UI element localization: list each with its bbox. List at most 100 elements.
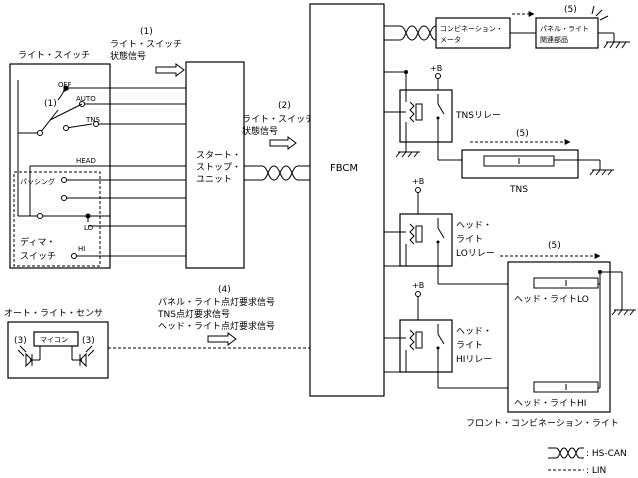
photodiode-right-icon [79, 345, 95, 368]
callout-5-tns: (5) [516, 129, 529, 139]
tns-bulb-icon [483, 155, 555, 167]
start-stop-unit-line3: ユニット [196, 175, 232, 185]
start-stop-unit-box [185, 61, 245, 269]
auto-light-sensor-title: オート・ライト・センサ [4, 308, 103, 319]
tns-relay: +B TNSリレー [384, 64, 501, 161]
passing-label: パッシング [20, 177, 55, 186]
light-switch-head-label: HEAD [76, 157, 96, 165]
combination-meter-box [435, 17, 511, 49]
dimmer-switch-label-1: ディマ・ [20, 236, 55, 248]
head-hi-relay-line2: ライト [456, 340, 483, 351]
signal-4-arrow-icon [207, 332, 237, 346]
light-switch-lever [39, 109, 59, 134]
legend-hs-can: : HS-CAN [586, 449, 627, 459]
head-hi-relay-box [399, 319, 453, 373]
plus-b-lo: +B [412, 177, 424, 186]
tns-lamp-label: TNS [509, 185, 528, 195]
callout-5-head: (5) [548, 241, 561, 251]
head-lo-relay-box [399, 213, 453, 267]
light-switch: ライト・スイッチ OFF AUTO (1) TNS HEAD パッシング [9, 50, 111, 269]
signal-1-line1: ライト・スイッチ [110, 39, 182, 50]
sensor-callout-left: (3) [14, 336, 27, 346]
tns-relay-coil-icon [409, 101, 415, 123]
panel-light-line1: パネル・ライト [540, 25, 589, 33]
front-light-ground-icon [611, 309, 636, 316]
photodiode-left-icon [17, 345, 33, 368]
signal-4-line1: パネル・ライト点灯要求信号 [158, 296, 275, 308]
combination-meter-line1: コンビネーション・ [440, 24, 503, 33]
hs-can-fbcm-meter [384, 25, 437, 41]
tns-lamp-ground-icon [589, 169, 614, 176]
head-hi-lamp-label: ヘッド・ライトHI [514, 398, 586, 409]
panel-light-parts: (5) パネル・ライト 関連部品 [512, 5, 630, 49]
signal-2-label: (2) ライト・スイッチ 状態信号 [242, 101, 314, 150]
head-lo-relay-line2: ライト [456, 234, 483, 245]
head-hi-relay-coil-icon [409, 329, 415, 351]
mcu-box [33, 331, 79, 347]
head-hi-relay: +B ヘッド・ ライト HIリレー [384, 281, 534, 389]
signal-1-label: (1) ライト・スイッチ 状態信号 [110, 27, 185, 77]
fbcm-box [309, 3, 385, 397]
signal-2-arrow-icon [269, 136, 297, 150]
sensor-callout-right: (3) [82, 336, 95, 346]
signal-2-line1: ライト・スイッチ [242, 114, 314, 125]
combination-meter: コンビネーション・ メータ [435, 17, 536, 49]
head-lo-lamp-label: ヘッド・ライトLO [514, 294, 589, 305]
inner-callout-1: (1) [44, 99, 57, 109]
front-combination-light: (5) ヘッド・ライトLO ヘッド・ライトHI フロント・コンビネーション・ライ… [466, 241, 636, 429]
start-stop-unit-line2: ストップ・ [196, 162, 241, 173]
light-switch-hi-label: HI [78, 245, 85, 253]
callout-5-panel: (5) [564, 5, 577, 15]
light-switch-auto-label: AUTO [76, 95, 96, 103]
light-switch-off-label: OFF [58, 81, 72, 89]
auto-light-sensor: オート・ライト・センサ マイコン (3) (3) [4, 308, 310, 379]
start-stop-unit-line1: スタート・ [196, 150, 241, 161]
tns-lamp-box [461, 149, 579, 179]
combination-meter-line2: メータ [440, 35, 461, 44]
front-combination-light-box [507, 261, 611, 413]
mcu-label: マイコン [40, 336, 68, 344]
head-lo-relay-line1: ヘッド・ [456, 221, 492, 231]
fbcm-label: FBCM [330, 163, 358, 174]
head-hi-relay-line3: HIリレー [456, 355, 492, 365]
signal-4-line3: ヘッド・ライト点灯要求信号 [158, 320, 275, 332]
plus-b-tns: +B [430, 64, 442, 73]
dimmer-switch-label-2: スイッチ [20, 251, 56, 262]
head-hi-relay-line1: ヘッド・ [456, 327, 492, 337]
front-combination-light-label: フロント・コンビネーション・ライト [466, 418, 619, 429]
legend-lin: : LIN [586, 466, 606, 476]
light-switch-lo-label: LO [84, 224, 94, 232]
head-lo-relay: +B ヘッド・ ライト LOリレー [384, 177, 534, 285]
tns-lamp: (5) TNS [461, 129, 614, 195]
light-switch-tns-label: TNS [85, 116, 101, 124]
signal-1-number: (1) [140, 27, 153, 37]
signal-4-number: (4) [218, 285, 231, 295]
switch-to-ssu-wires [110, 87, 186, 257]
head-lo-relay-line3: LOリレー [456, 249, 495, 259]
head-hi-bulb-icon [533, 381, 599, 393]
signal-1-arrow-icon [155, 63, 185, 77]
start-stop-unit: スタート・ ストップ・ ユニット [185, 61, 245, 269]
auto-light-sensor-box [7, 321, 109, 379]
dimmer-switch-box [13, 171, 101, 267]
signal-2-number: (2) [278, 101, 291, 111]
panel-light-line2: 関連部品 [540, 35, 568, 44]
head-lo-bulb-icon [533, 277, 599, 289]
signal-4-label: (4) パネル・ライト点灯要求信号 TNS点灯要求信号 ヘッド・ライト点灯要求信… [157, 285, 275, 346]
light-switch-title: ライト・スイッチ [18, 50, 90, 61]
signal-2-line2: 状態信号 [242, 125, 278, 137]
hs-can-ssu-fbcm [244, 165, 310, 181]
signal-1-line2: 状態信号 [110, 50, 146, 62]
head-lo-relay-coil-icon [409, 223, 415, 245]
fbcm: FBCM [309, 3, 385, 397]
plus-b-hi: +B [412, 281, 424, 290]
light-rays-icon [591, 5, 609, 21]
tns-relay-label: TNSリレー [455, 111, 501, 121]
panel-light-box [535, 17, 599, 49]
signal-4-line2: TNS点灯要求信号 [157, 308, 230, 320]
tns-ground-icon [395, 151, 420, 158]
tns-relay-box [399, 89, 453, 143]
legend: : HS-CAN : LIN [548, 447, 627, 476]
